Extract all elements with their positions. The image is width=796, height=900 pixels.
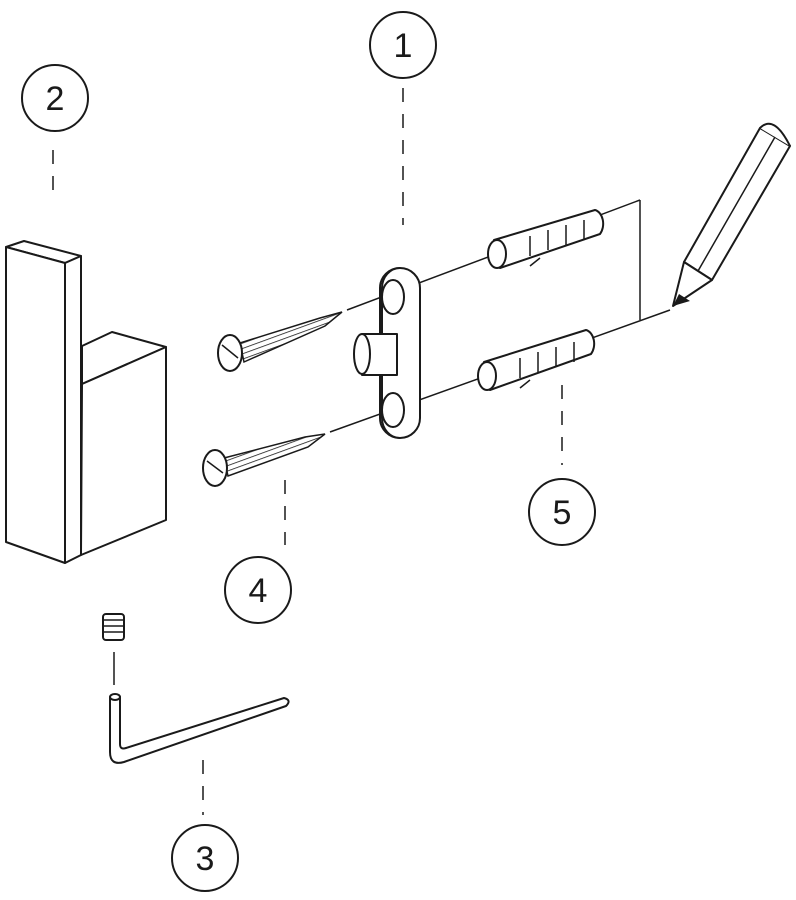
- wall-plug-lower: [477, 329, 596, 391]
- callout-1: 1: [369, 11, 437, 79]
- svg-text:2: 2: [46, 80, 65, 118]
- svg-text:5: 5: [553, 494, 572, 532]
- mounting-bracket: [353, 267, 421, 439]
- pencil-icon: [672, 122, 791, 307]
- callout-2: 2: [21, 64, 89, 132]
- grub-screw: [102, 613, 125, 641]
- hook: [5, 240, 167, 564]
- callout-5: 5: [528, 478, 596, 546]
- allen-key-tip: [109, 693, 121, 701]
- callout-4: 4: [224, 556, 292, 624]
- callout-3: 3: [171, 824, 239, 892]
- svg-text:1: 1: [394, 27, 413, 65]
- wall-plug-upper: [487, 209, 605, 269]
- screw-upper: [217, 311, 343, 372]
- svg-text:3: 3: [196, 840, 215, 878]
- svg-text:4: 4: [249, 572, 268, 610]
- screw-lower: [202, 433, 326, 487]
- allen-key: [109, 696, 290, 764]
